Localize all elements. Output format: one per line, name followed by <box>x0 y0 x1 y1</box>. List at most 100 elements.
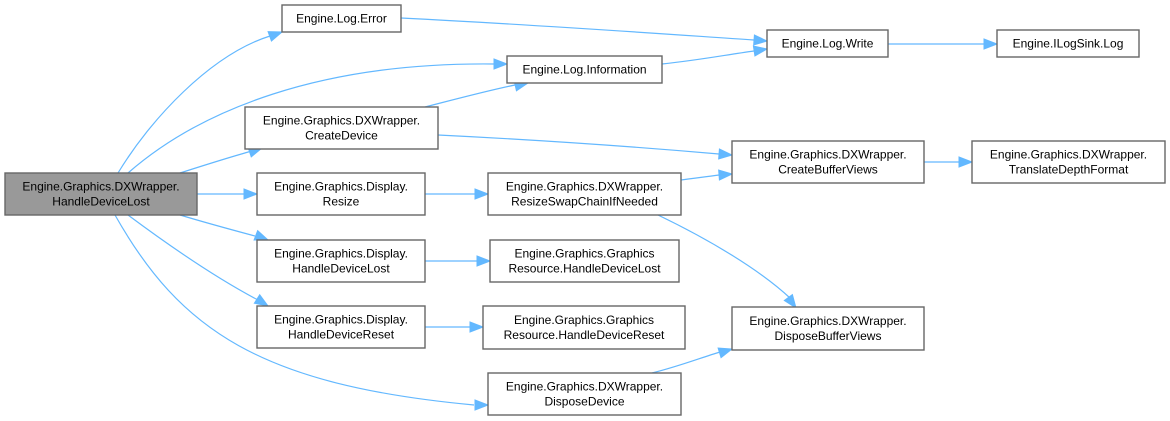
node-log-error[interactable]: Engine.Log.Error <box>281 4 402 33</box>
node-box <box>731 306 925 351</box>
edge-line <box>127 63 495 174</box>
arrowhead-icon <box>469 321 485 333</box>
edge-line <box>680 174 720 181</box>
node-log-write[interactable]: Engine.Log.Write <box>766 29 889 58</box>
node-root[interactable]: Engine.Graphics.DXWrapper.HandleDeviceLo… <box>4 172 198 216</box>
edge-line <box>179 214 256 237</box>
node-label: Engine.Graphics.Display. <box>274 313 408 327</box>
node-label: Engine.Log.Error <box>296 12 387 26</box>
edge-line <box>657 214 791 299</box>
node-label: Engine.Graphics.DXWrapper. <box>22 180 179 194</box>
node-box <box>281 4 402 33</box>
node-label: Engine.Graphics.DXWrapper. <box>749 148 906 162</box>
edge-line <box>114 214 475 406</box>
node-resize-swap-chain[interactable]: Engine.Graphics.DXWrapper.ResizeSwapChai… <box>487 172 682 216</box>
node-box <box>244 106 439 150</box>
node-label: TranslateDepthFormat <box>1009 163 1129 177</box>
edge-resize-swap-chain-to-create-buffer-views <box>680 169 734 181</box>
node-label: HandleDeviceReset <box>288 328 395 342</box>
arrowhead-icon <box>243 188 259 200</box>
edge-log-information-to-log-write <box>661 45 769 65</box>
edge-root-to-log-error <box>117 31 284 174</box>
node-box <box>487 172 682 216</box>
arrowhead-icon <box>958 156 974 168</box>
node-box <box>971 140 1166 184</box>
node-label: Engine.Log.Information <box>522 63 646 77</box>
arrowhead-icon <box>783 293 797 310</box>
arrowhead-icon <box>476 255 492 267</box>
node-label: DisposeBufferViews <box>775 329 882 343</box>
node-label: Engine.Graphics.DXWrapper. <box>263 114 420 128</box>
node-label: CreateBufferViews <box>778 163 878 177</box>
node-display-resize[interactable]: Engine.Graphics.Display.Resize <box>256 172 426 216</box>
edges-layer <box>114 17 999 411</box>
arrowhead-icon <box>493 58 509 70</box>
node-create-device[interactable]: Engine.Graphics.DXWrapper.CreateDevice <box>244 106 439 150</box>
node-create-buffer-views[interactable]: Engine.Graphics.DXWrapper.CreateBufferVi… <box>731 140 925 184</box>
edge-root-to-dispose-device <box>114 214 490 411</box>
node-label: Engine.Graphics.DXWrapper. <box>990 148 1147 162</box>
node-box <box>256 172 426 216</box>
edge-line <box>400 17 755 41</box>
node-box <box>489 239 680 283</box>
edge-create-buffer-views-to-translate-depth-format <box>924 156 974 168</box>
nodes-layer: Engine.Graphics.DXWrapper.HandleDeviceLo… <box>4 4 1166 416</box>
node-box <box>256 239 426 283</box>
node-label: Resource.HandleDeviceReset <box>504 328 665 342</box>
edge-create-device-to-create-buffer-views <box>437 134 734 160</box>
arrowhead-icon <box>983 38 999 50</box>
node-box <box>256 305 426 349</box>
node-gr-handle-device-lost[interactable]: Engine.Graphics.GraphicsResource.HandleD… <box>489 239 680 283</box>
edge-line <box>651 351 721 374</box>
node-log-information[interactable]: Engine.Log.Information <box>506 55 663 84</box>
arrowhead-icon <box>752 45 769 57</box>
node-box <box>766 29 889 58</box>
node-label: HandleDeviceLost <box>292 262 390 276</box>
node-display-handle-device-reset[interactable]: Engine.Graphics.Display.HandleDeviceRese… <box>256 305 426 349</box>
node-label: HandleDeviceLost <box>52 195 150 209</box>
node-translate-depth-format[interactable]: Engine.Graphics.DXWrapper.TranslateDepth… <box>971 140 1166 184</box>
node-label: Engine.Graphics.Graphics <box>514 247 654 261</box>
node-ilogsink-log[interactable]: Engine.ILogSink.Log <box>996 29 1140 58</box>
edge-display-handle-device-reset-to-gr-handle-device-reset <box>425 321 485 333</box>
node-dispose-buffer-views[interactable]: Engine.Graphics.DXWrapper.DisposeBufferV… <box>731 306 925 351</box>
node-label: Engine.ILogSink.Log <box>1013 37 1124 51</box>
node-label: Engine.Log.Write <box>782 37 874 51</box>
node-box <box>506 55 663 84</box>
edge-log-error-to-log-write <box>400 17 769 46</box>
edge-root-to-log-information <box>127 58 509 174</box>
node-display-handle-device-lost[interactable]: Engine.Graphics.Display.HandleDeviceLost <box>256 239 426 283</box>
node-label: Resize <box>323 195 360 209</box>
node-label: ResizeSwapChainIfNeeded <box>511 195 658 209</box>
node-label: Resource.HandleDeviceLost <box>508 262 661 276</box>
node-label: Engine.Graphics.Graphics <box>514 313 654 327</box>
edge-line <box>424 84 516 108</box>
edge-line <box>127 214 259 301</box>
node-box <box>996 29 1140 58</box>
node-label: DisposeDevice <box>544 395 624 409</box>
edge-display-resize-to-resize-swap-chain <box>425 188 490 200</box>
edge-line <box>117 35 271 174</box>
edge-log-write-to-ilogsink-log <box>888 38 999 50</box>
edge-resize-swap-chain-to-dispose-buffer-views <box>657 214 797 310</box>
arrowhead-icon <box>753 34 769 46</box>
node-box <box>4 172 198 216</box>
node-label: Engine.Graphics.DXWrapper. <box>749 314 906 328</box>
arrowhead-icon <box>718 169 734 181</box>
node-label: Engine.Graphics.Display. <box>274 247 408 261</box>
node-label: CreateDevice <box>305 129 378 143</box>
node-label: Engine.Graphics.DXWrapper. <box>506 180 663 194</box>
edge-root-to-create-device <box>179 146 264 174</box>
edge-line <box>179 150 253 174</box>
node-box <box>482 305 686 350</box>
node-dispose-device[interactable]: Engine.Graphics.DXWrapper.DisposeDevice <box>487 372 682 416</box>
node-box <box>487 372 682 416</box>
arrowhead-icon <box>718 148 734 160</box>
arrowhead-icon <box>474 188 490 200</box>
node-label: Engine.Graphics.Display. <box>274 180 408 194</box>
node-gr-handle-device-reset[interactable]: Engine.Graphics.GraphicsResource.HandleD… <box>482 305 686 350</box>
edge-root-to-display-handle-device-lost <box>179 214 270 241</box>
node-label: Engine.Graphics.DXWrapper. <box>506 380 663 394</box>
arrowhead-icon <box>253 293 270 307</box>
